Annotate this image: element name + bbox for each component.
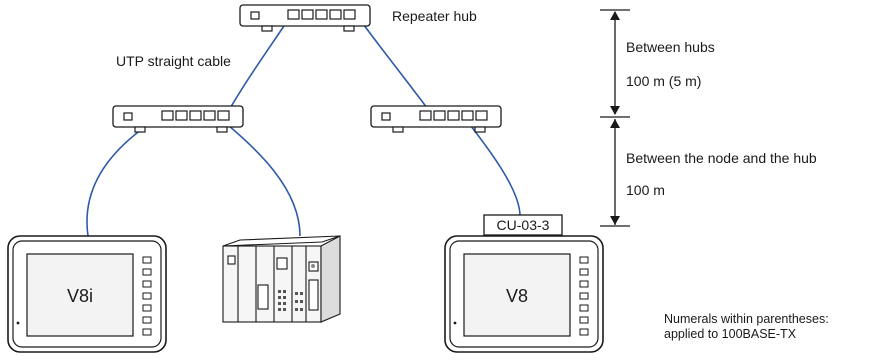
hub-ports: [161, 110, 230, 121]
cable-label: UTP straight cable: [116, 53, 231, 69]
cable-top-to-left-hub: [227, 16, 291, 113]
cu-unit-label: CU-03-3: [497, 217, 550, 233]
hub-ports: [419, 110, 488, 121]
node-hub-label: Between the node and the hub: [626, 150, 817, 166]
plc: [222, 235, 341, 323]
hub-left: [112, 105, 244, 133]
panel-buttons: [142, 256, 152, 336]
cable-top-to-right-hub: [357, 16, 431, 113]
node-hub-distance: 100 m: [626, 182, 665, 198]
hub-right: [370, 105, 502, 133]
dimension-node-hub: [600, 116, 630, 227]
between-hubs-label: Between hubs: [626, 39, 715, 55]
v8i-panel: V8i: [7, 235, 167, 353]
v8-label: V8: [506, 286, 528, 306]
note-line-1: Numerals within parentheses:: [664, 312, 829, 326]
between-hubs-distance: 100 m (5 m): [626, 73, 701, 89]
v8-panel: V8: [444, 235, 604, 353]
cu-unit: CU-03-3: [483, 214, 563, 236]
repeater-hub: [239, 4, 371, 32]
dimension-between-hubs: [600, 9, 630, 115]
v8i-label: V8i: [67, 286, 93, 306]
panel-buttons: [579, 256, 589, 336]
cable-left-hub-to-v8i: [86, 111, 169, 237]
hub-ports: [287, 9, 356, 20]
note-line-2: applied to 100BASE-TX: [664, 327, 797, 341]
repeater-hub-label: Repeater hub: [392, 8, 477, 24]
